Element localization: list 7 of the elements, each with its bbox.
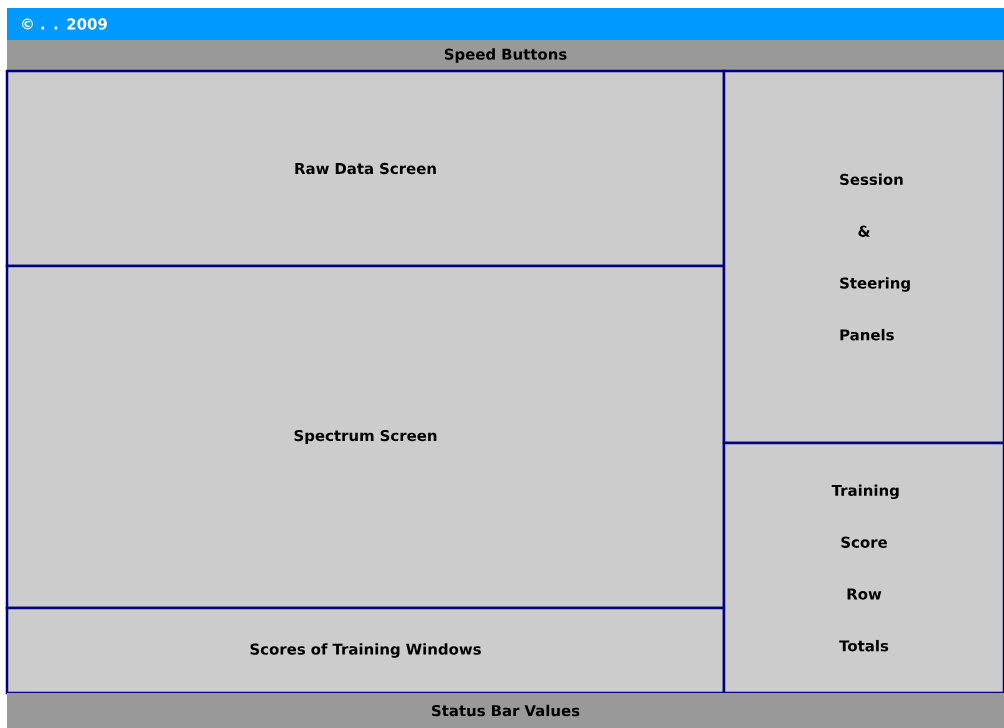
screen-panel: Training Score Row Totals	[722, 441, 1004, 695]
screen-panel: Scores of Training Windows	[5, 606, 726, 695]
screen-panel: Session & Steering Panels	[722, 69, 1004, 445]
title-bar: © . . 2009	[7, 8, 1004, 40]
screen-panel: Raw Data Screen	[5, 69, 726, 268]
header-bar: Speed Buttons	[7, 40, 1004, 71]
header-bar: Status Bar Values	[7, 693, 1004, 728]
